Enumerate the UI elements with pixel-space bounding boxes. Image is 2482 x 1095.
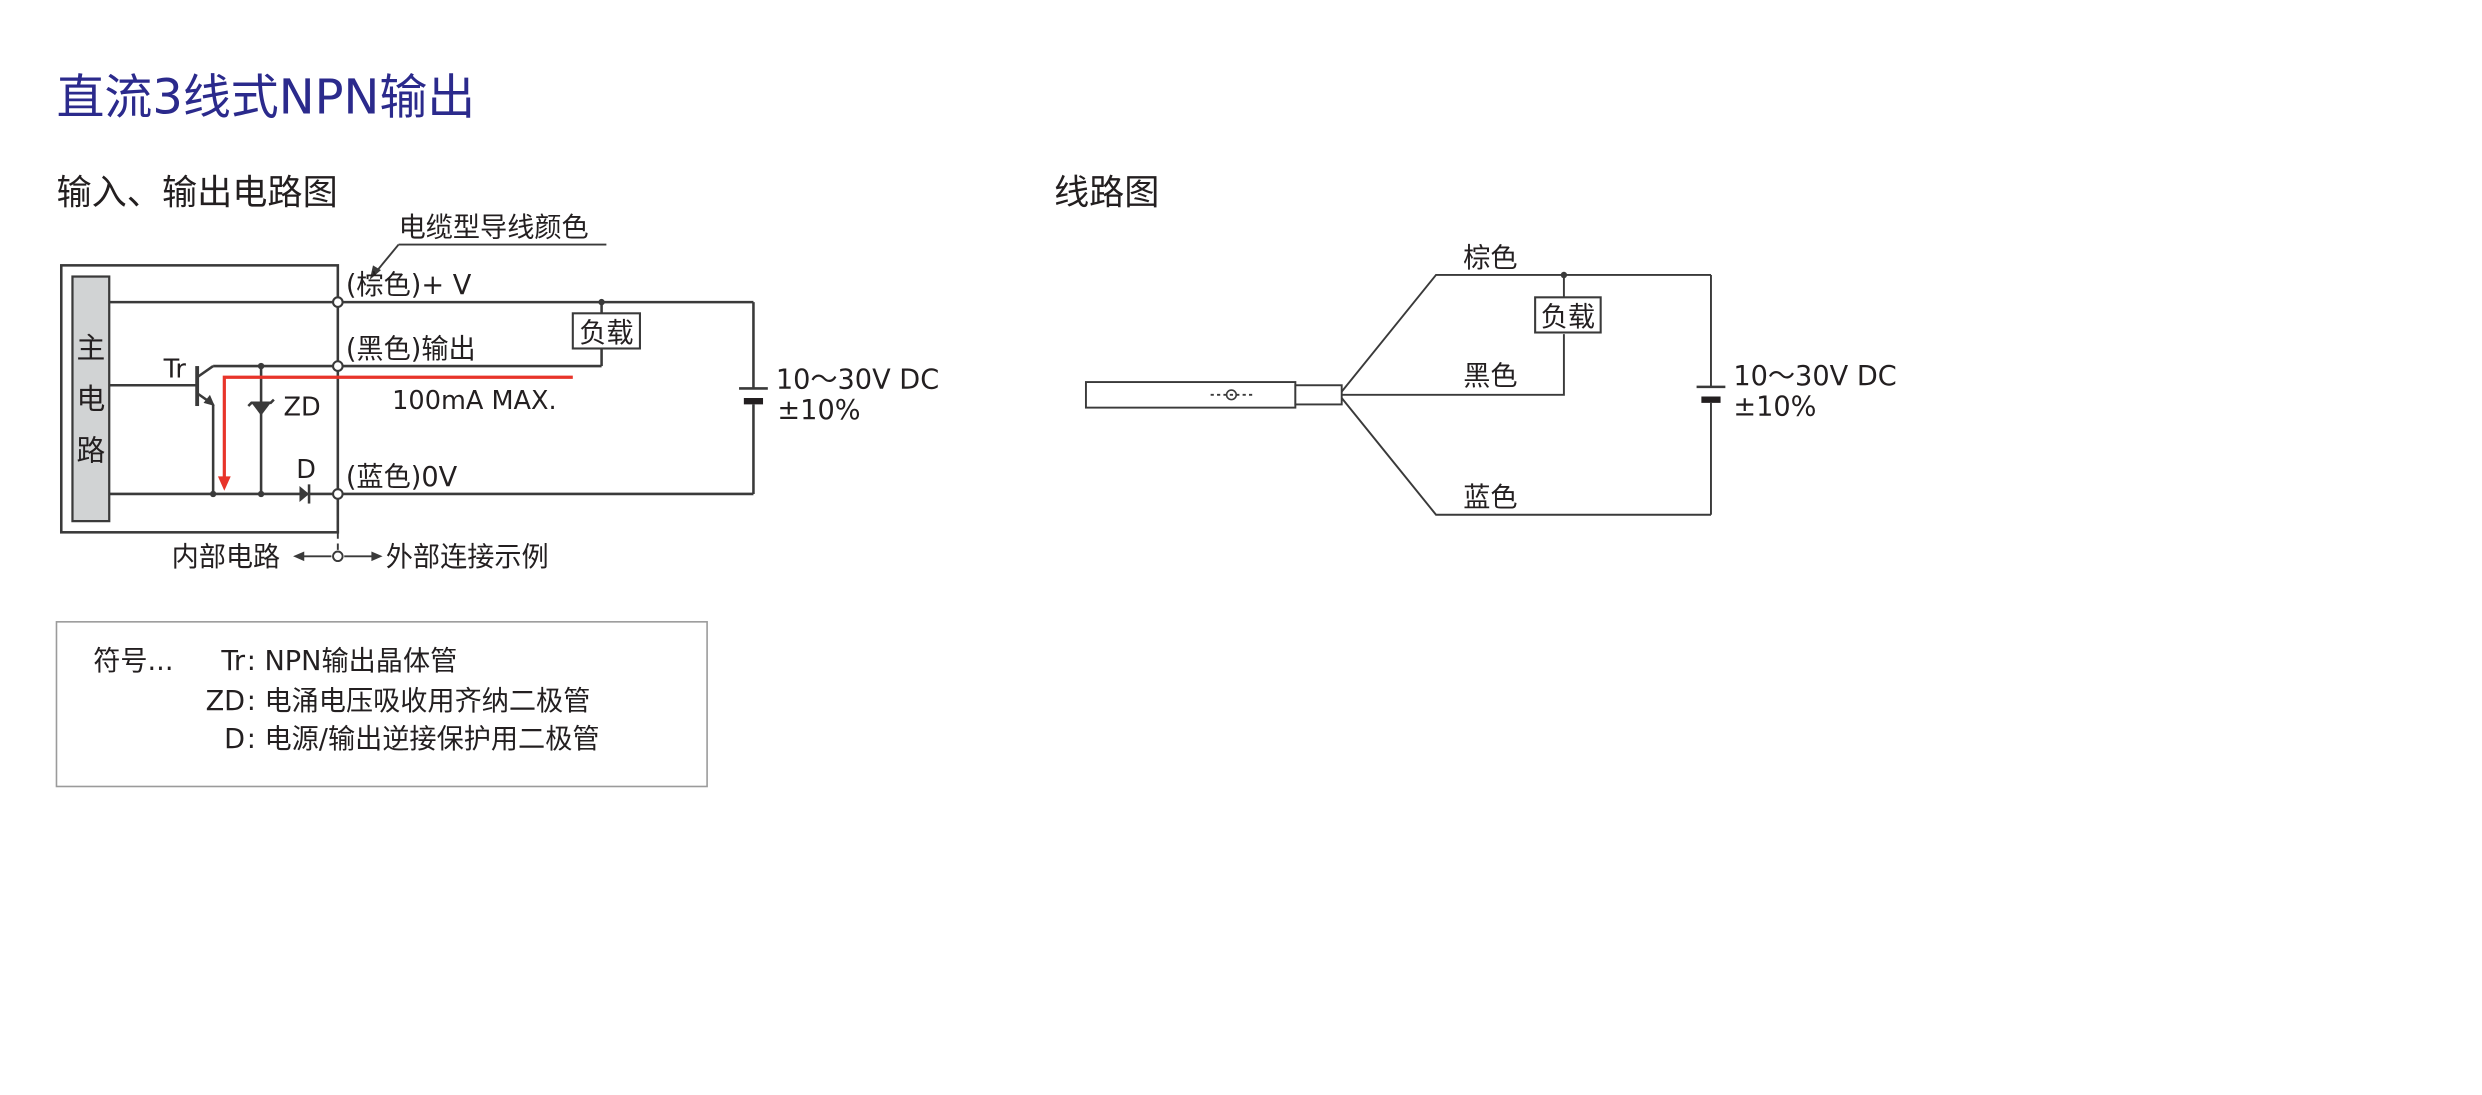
sensor-center-mark — [1225, 389, 1238, 401]
legend-desc-d: : 电源/输出逆接保护用二极管 — [247, 724, 600, 755]
boundary-marker — [332, 550, 344, 563]
emitter-arrow — [203, 394, 215, 407]
brown-wire — [1340, 273, 1711, 393]
output-current-path — [222, 375, 573, 480]
internal-arrowhead — [293, 551, 305, 562]
plus-v-terminal — [331, 296, 344, 308]
internal-circuit-label: 内部电路 — [172, 542, 281, 573]
legend-symbol-tr: Tr — [220, 646, 246, 677]
d-label: D — [296, 455, 316, 485]
main-circuit-block — [71, 275, 111, 523]
circuit-title: 输入、输出电路图 — [56, 173, 337, 214]
supply-voltage-label: 10～30V DC — [776, 364, 939, 395]
legend-box — [55, 621, 708, 788]
symbol-legend: 符号... Tr : NPN输出晶体管 ZD : 电涌电压吸收用齐纳二极管 D … — [55, 621, 708, 788]
load-box — [571, 312, 641, 350]
wiring-load-label: 负载 — [1541, 302, 1595, 333]
supply-tolerance-label: ±10% — [777, 395, 860, 426]
blue-wire-label: 蓝色 — [1463, 483, 1517, 514]
internal-circuit-box — [59, 264, 340, 534]
main-circuit-char-3: 路 — [76, 433, 105, 467]
callout-arrowhead — [369, 265, 381, 280]
main-circuit-char-1: 主 — [76, 331, 105, 365]
page-title: 直流3线式NPN输出 — [56, 69, 475, 125]
legend-prefix: 符号... — [93, 646, 173, 677]
blue-terminal-label: (蓝色)0V — [346, 462, 458, 493]
zd-label: ZD — [283, 393, 320, 423]
output-terminal — [331, 360, 344, 372]
black-wire-label: 黑色 — [1463, 361, 1517, 392]
zener-body — [251, 402, 271, 416]
blue-wire — [1340, 397, 1711, 516]
load-label: 负载 — [579, 318, 633, 349]
io-circuit-diagram: 输入、输出电路图 电缆型导线颜色 主 电 路 (棕色)+ V Tr (黑色)输出 — [56, 173, 939, 573]
legend-symbol-d: D — [224, 724, 245, 755]
brown-wire-label: 棕色 — [1463, 243, 1517, 274]
output-current-arrowhead — [217, 476, 231, 491]
wiring-load-box — [1534, 296, 1602, 334]
cable-sheath — [1294, 384, 1343, 406]
wiring-diagram: 线路图 棕色 黑色 蓝色 负载 10～30V DC ±10% — [1054, 173, 1897, 516]
sensor-body — [1084, 381, 1297, 409]
black-terminal-label: (黑色)输出 — [346, 334, 476, 365]
cable-color-label: 电缆型导线颜色 — [399, 213, 589, 244]
legend-desc-zd: : 电涌电压吸收用齐纳二极管 — [247, 686, 591, 717]
legend-desc-tr: : NPN输出晶体管 — [247, 646, 458, 677]
tr-label: Tr — [163, 354, 187, 384]
transistor-collector — [196, 365, 214, 379]
wiring-title: 线路图 — [1054, 173, 1159, 214]
zero-v-terminal — [331, 488, 344, 500]
callout-leader — [375, 243, 400, 273]
max-current-label: 100mA MAX. — [392, 386, 556, 416]
legend-symbol-zd: ZD — [206, 686, 246, 717]
diode-body — [299, 485, 310, 502]
wiring-supply-tolerance: ±10% — [1733, 392, 1816, 423]
external-connection-label: 外部连接示例 — [386, 542, 549, 573]
black-wire — [1341, 334, 1565, 396]
main-circuit-char-2: 电 — [76, 382, 105, 416]
wiring-supply-voltage: 10～30V DC — [1733, 361, 1896, 392]
zener-bar — [247, 398, 275, 407]
brown-terminal-label: (棕色)+ V — [346, 270, 472, 301]
external-arrowhead — [371, 551, 383, 562]
